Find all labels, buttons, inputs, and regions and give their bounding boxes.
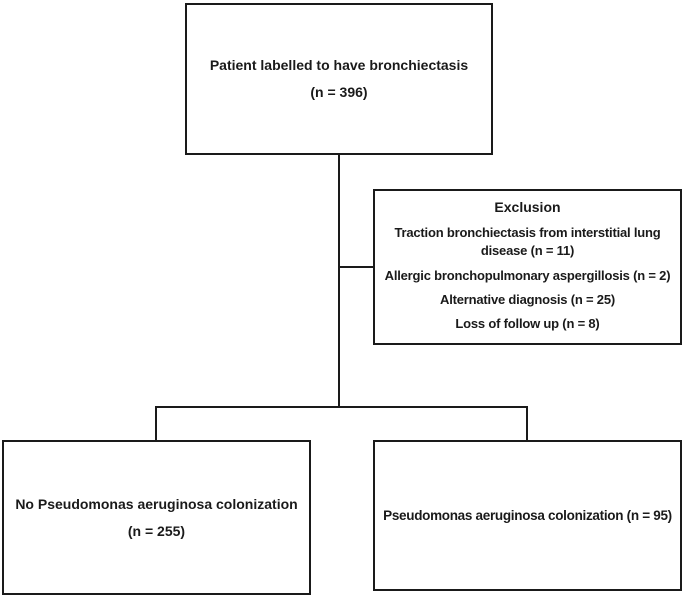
box-text-line: No Pseudomonas aeruginosa colonization [15,495,298,512]
connector-drop-right [526,406,528,440]
connector-horizontal-split [155,406,528,408]
exclusion-item: Loss of follow up (n = 8) [455,315,600,331]
box-exclusion: Exclusion Traction bronchiectasis from i… [373,189,682,345]
box-count-line: (n = 396) [310,84,368,100]
box-text-line: Patient labelled to have bronchiectasis [209,57,469,74]
exclusion-item: Allergic bronchopulmonary aspergillosis … [384,267,671,283]
exclusion-title: Exclusion [494,199,561,215]
box-total-patients: Patient labelled to have bronchiectasis … [185,3,493,155]
box-no-pseudomonas-colonization: No Pseudomonas aeruginosa colonization (… [2,440,311,595]
box-text-line: Pseudomonas aeruginosa colonization (n =… [383,507,672,523]
connector-vertical-stem [338,155,340,408]
box-pseudomonas-colonization: Pseudomonas aeruginosa colonization (n =… [373,440,682,591]
connector-exclusion-branch [339,266,373,268]
box-count-line: (n = 255) [127,522,186,539]
exclusion-item: Traction bronchiectasis from interstitia… [394,225,661,259]
connector-drop-left [155,406,157,440]
exclusion-item: Alternative diagnosis (n = 25) [440,291,615,307]
